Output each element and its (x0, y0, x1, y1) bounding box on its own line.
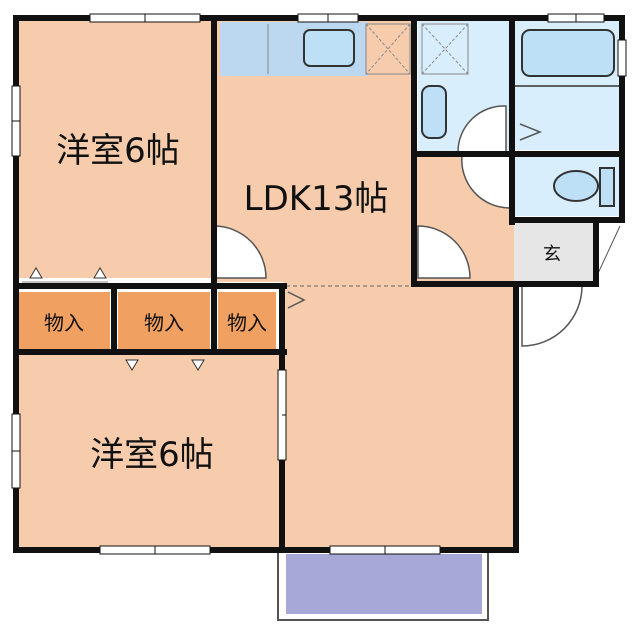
window-mullions (12, 14, 577, 554)
closet-label-right: 物入 (227, 311, 267, 335)
closet-right-floor (218, 292, 276, 350)
door-swings (213, 105, 583, 347)
door-ldk-folding (287, 291, 306, 309)
ldk-lower-floor (284, 282, 514, 548)
door-bath-folding (519, 123, 543, 141)
entrance-floor (514, 222, 594, 282)
balcony (286, 554, 482, 614)
western-room-bottom-floor (18, 354, 280, 548)
closet-label-left: 物入 (44, 311, 84, 335)
closet-label-middle: 物入 (144, 311, 184, 335)
closet-left-floor (18, 292, 110, 350)
washer-cross-b (421, 23, 469, 75)
door-entrance (521, 285, 583, 347)
room-label-western-top: 洋室6帖 (56, 131, 180, 171)
toilet-tank-icon (599, 167, 615, 207)
balcony-railing (277, 552, 489, 621)
stove-cross-b (365, 23, 411, 75)
closet-middle-floor (118, 292, 210, 350)
washer-cross-a (421, 23, 469, 75)
closet-door-marks (29, 267, 205, 371)
room-label-ldk: LDK13帖 (244, 179, 389, 219)
window-right-bath (617, 39, 627, 77)
bathtub-icon (521, 29, 615, 77)
stove-cross-a (365, 23, 411, 75)
room-label-western-bottom: 洋室6帖 (90, 435, 214, 475)
door-hall-west (417, 225, 471, 279)
door-washroom (457, 105, 507, 153)
sink-icon (303, 29, 355, 67)
washbasin-icon (421, 85, 447, 139)
toilet-bowl-icon (553, 170, 599, 202)
western-room-top-floor (18, 20, 212, 278)
entrance-label: 玄 (543, 244, 561, 265)
door-ldk-west (213, 225, 267, 279)
